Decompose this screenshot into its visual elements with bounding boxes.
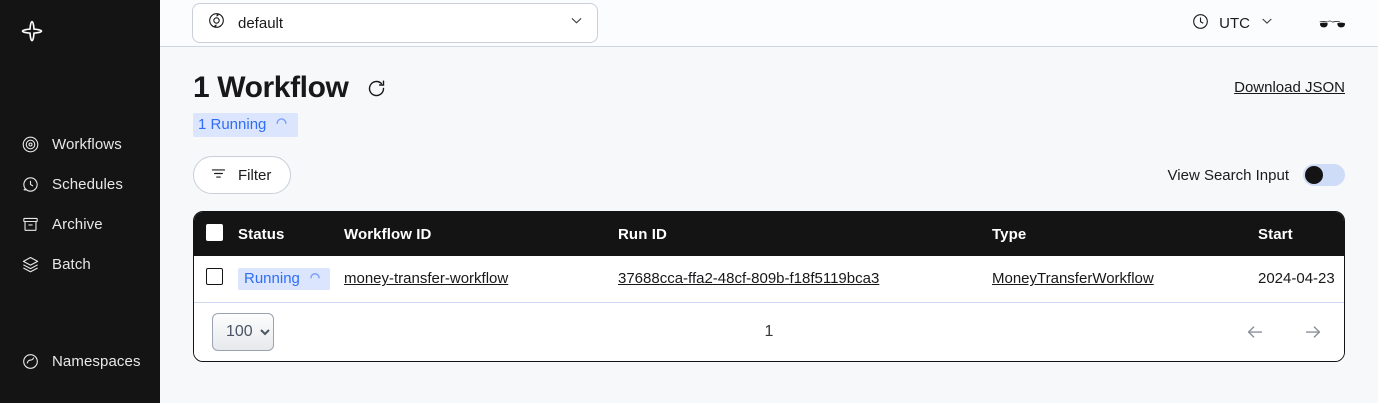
row-select-cell xyxy=(194,256,238,303)
arrow-right-icon[interactable] xyxy=(1300,319,1326,345)
topbar-right: UTC xyxy=(1191,12,1356,35)
download-json-link[interactable]: Download JSON xyxy=(1234,79,1345,96)
row-status-badge[interactable]: Running xyxy=(238,267,330,290)
filter-icon xyxy=(210,165,227,186)
glasses-icon[interactable] xyxy=(1319,14,1346,32)
select-all-checkbox[interactable] xyxy=(206,223,223,241)
spinner-icon xyxy=(275,116,288,133)
row-status-label: Running xyxy=(244,269,300,287)
sidebar-item-label: Workflows xyxy=(52,135,122,153)
namespace-select[interactable]: default xyxy=(192,3,598,43)
sidebar-item-label: Namespaces xyxy=(52,352,141,370)
cell-start: 2024-04-23 xyxy=(1258,256,1344,303)
workflows-table: Status Workflow ID Run ID Type Start xyxy=(193,211,1345,362)
namespace-icon xyxy=(207,11,226,35)
workflow-id-link[interactable]: money-transfer-workflow xyxy=(344,270,509,288)
page-size-select[interactable]: 100 xyxy=(212,312,274,351)
toggle-knob xyxy=(1305,166,1323,184)
workflows-table-element: Status Workflow ID Run ID Type Start xyxy=(194,212,1344,303)
sidebar-nav-bottom: Namespaces xyxy=(0,341,160,381)
sidebar-item-schedules[interactable]: Schedules xyxy=(0,164,160,204)
namespaces-icon xyxy=(20,351,40,371)
sidebar-item-label: Batch xyxy=(52,255,91,273)
sidebar-item-workflows[interactable]: Workflows xyxy=(0,124,160,164)
main-area: default UTC xyxy=(160,0,1378,403)
status-badge-running[interactable]: 1 Running xyxy=(193,113,299,137)
cell-type: MoneyTransferWorkflow xyxy=(992,256,1258,303)
archive-icon xyxy=(20,214,40,234)
cell-status: Running xyxy=(238,256,344,303)
arrow-left-icon[interactable] xyxy=(1242,319,1268,345)
clock-icon xyxy=(1191,12,1210,35)
view-search-input-toggle[interactable] xyxy=(1303,164,1345,186)
workflows-icon xyxy=(20,134,40,154)
sidebar: Workflows Schedules Arch xyxy=(0,0,160,403)
start-time-value: 2024-04-23 xyxy=(1258,270,1335,288)
column-header-status[interactable]: Status xyxy=(238,225,285,243)
refresh-icon[interactable] xyxy=(364,76,388,100)
column-header-type[interactable]: Type xyxy=(992,225,1027,243)
column-header-workflow-id[interactable]: Workflow ID xyxy=(344,225,432,243)
run-id-link[interactable]: 37688cca-ffa2-48cf-809b-f18f5119bca3 xyxy=(618,270,880,288)
sidebar-item-label: Schedules xyxy=(52,175,123,193)
pagination xyxy=(1242,319,1326,345)
filter-button-label: Filter xyxy=(238,166,272,184)
timezone-select[interactable]: UTC xyxy=(1191,12,1275,35)
content: 1 Workflow Download JSON 1 Running xyxy=(160,47,1378,362)
filter-button[interactable]: Filter xyxy=(193,156,292,194)
chevron-down-icon xyxy=(1259,13,1275,33)
table-row[interactable]: Running money-transfer-workflow xyxy=(194,256,1344,303)
sidebar-item-batch[interactable]: Batch xyxy=(0,244,160,284)
toolbar: Filter View Search Input xyxy=(193,156,1345,194)
table-header-row: Status Workflow ID Run ID Type Start xyxy=(194,212,1344,256)
table-body: Running money-transfer-workflow xyxy=(194,256,1344,303)
sidebar-item-archive[interactable]: Archive xyxy=(0,204,160,244)
table-header: Status Workflow ID Run ID Type Start xyxy=(194,212,1344,256)
workflow-type-link[interactable]: MoneyTransferWorkflow xyxy=(992,270,1154,288)
schedules-icon xyxy=(20,174,40,194)
chevron-down-icon xyxy=(568,12,585,34)
status-badges: 1 Running xyxy=(193,113,1345,137)
sidebar-nav-main: Workflows Schedules Arch xyxy=(0,124,160,284)
timezone-value: UTC xyxy=(1219,14,1250,32)
page-number: 1 xyxy=(764,322,774,340)
namespace-value: default xyxy=(238,14,284,32)
sidebar-item-label: Archive xyxy=(52,215,103,233)
table-footer: 100 1 xyxy=(194,302,1344,361)
header-row: 1 Workflow Download JSON xyxy=(193,47,1345,103)
topbar: default UTC xyxy=(160,0,1378,47)
select-all-cell xyxy=(194,212,238,256)
status-badge-label: 1 Running xyxy=(198,116,267,133)
cell-run-id: 37688cca-ffa2-48cf-809b-f18f5119bca3 xyxy=(618,256,992,303)
cell-workflow-id: money-transfer-workflow xyxy=(344,256,618,303)
batch-icon xyxy=(20,254,40,274)
row-checkbox[interactable] xyxy=(206,268,223,286)
temporal-logo-icon[interactable] xyxy=(14,14,50,50)
sidebar-item-namespaces[interactable]: Namespaces xyxy=(0,341,160,381)
view-search-input-label: View Search Input xyxy=(1167,166,1289,184)
page-title: 1 Workflow xyxy=(193,71,349,104)
column-header-start[interactable]: Start xyxy=(1258,225,1293,243)
view-search-input-toggle-wrap: View Search Input xyxy=(1168,164,1345,186)
spinner-icon xyxy=(309,270,321,287)
column-header-run-id[interactable]: Run ID xyxy=(618,225,667,243)
